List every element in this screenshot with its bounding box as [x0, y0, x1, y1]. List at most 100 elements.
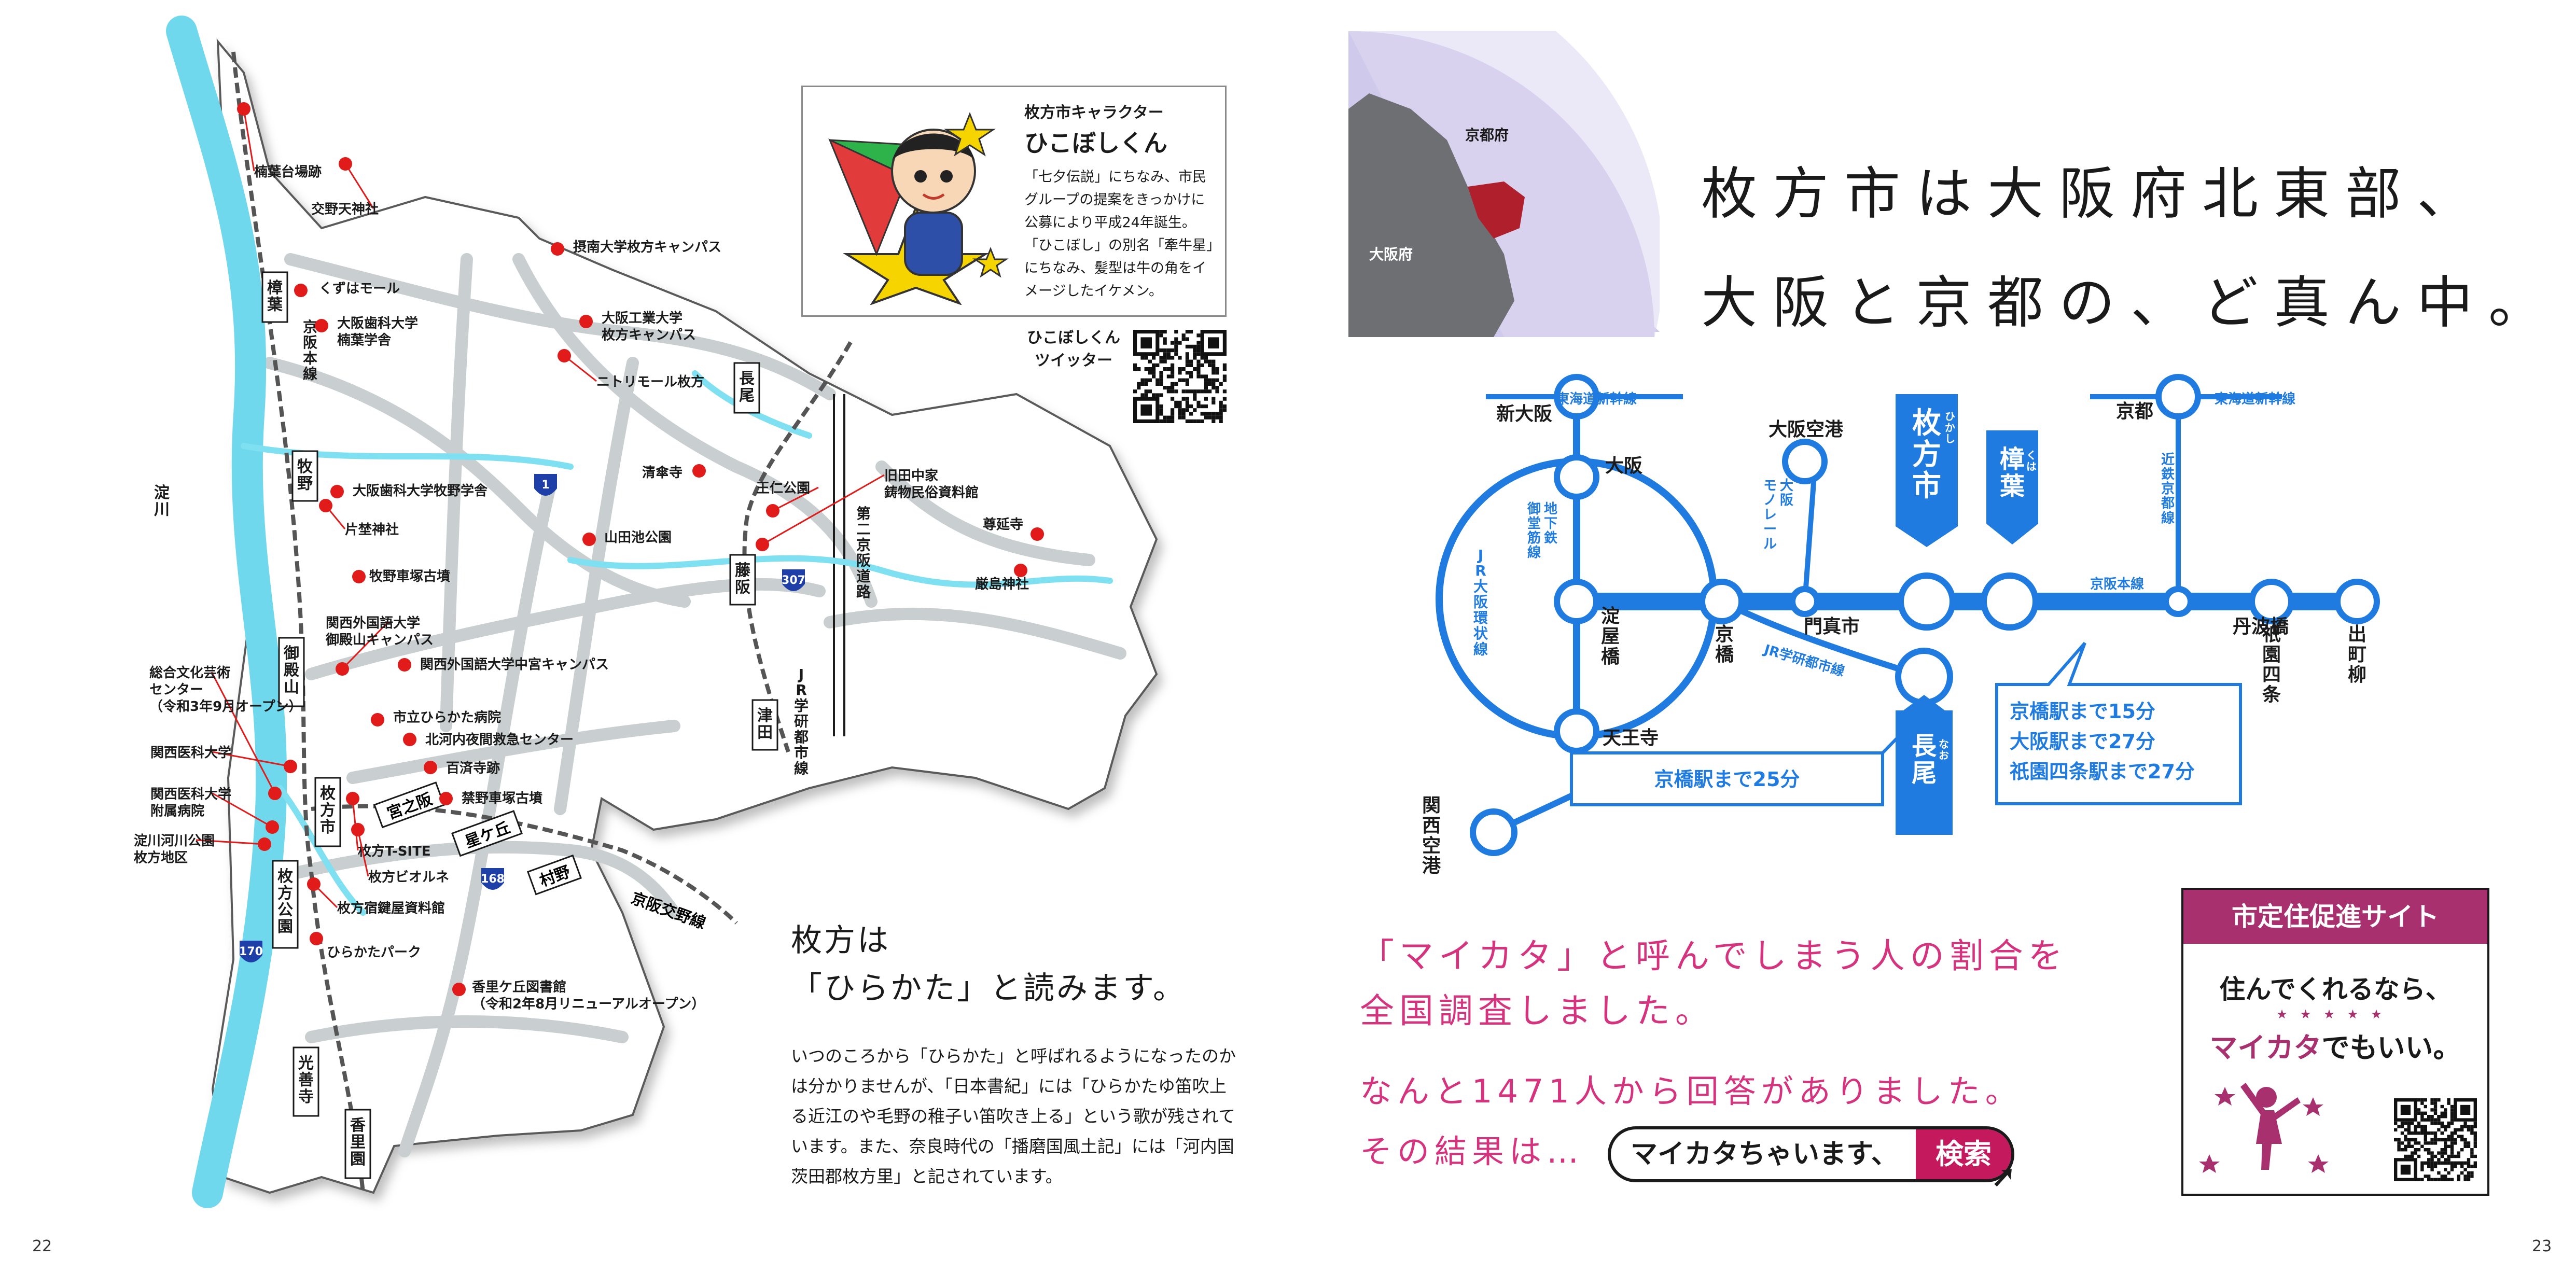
osaka-fu-shape — [1348, 93, 1514, 337]
place-label: 枚方ビオルネ — [368, 869, 449, 885]
place-pin-icon — [403, 733, 416, 746]
qr-module — [2440, 1175, 2444, 1178]
search-input[interactable]: マイカタちゃいます、 — [1631, 1139, 1898, 1170]
qr-module — [2463, 1144, 2467, 1148]
qr-module — [1185, 389, 1189, 394]
vertical-char: 市 — [794, 744, 809, 761]
label-line: 片埜神社 — [345, 522, 399, 538]
qr-module — [1200, 363, 1204, 367]
place-label: 大阪歯科大学楠葉学舎 — [337, 315, 418, 348]
vertical-char: 柳 — [2348, 664, 2366, 686]
qr-module — [1159, 330, 1163, 334]
teiju-site-banner[interactable]: 市定住促進サイト 住んでくれるなら、 ★★★★★ マイカタでもいい。 — [2181, 888, 2489, 1196]
qr-module — [1219, 400, 1223, 404]
qr-module — [1174, 382, 1178, 386]
vertical-char: 里 — [350, 1133, 366, 1151]
station-circle — [1554, 454, 1599, 500]
twitter-qr-code[interactable] — [1133, 330, 1227, 423]
vertical-char: 田 — [757, 723, 773, 742]
route-number: 307 — [782, 574, 805, 587]
qr-module — [1219, 408, 1223, 412]
qr-module — [2397, 1125, 2401, 1128]
vertical-char: 京 — [856, 536, 871, 553]
place-pin-icon — [766, 504, 779, 518]
qr-module — [2397, 1141, 2401, 1145]
banner-qr-code[interactable] — [2394, 1098, 2477, 1181]
twitter-label: ひこぼしくんツイッター — [1014, 327, 1133, 372]
qr-module — [2444, 1128, 2447, 1131]
vertical-char: 阪 — [303, 334, 317, 351]
place-leader-line — [357, 829, 369, 877]
place-label: 旧田中家鋳物民俗資料館 — [884, 468, 979, 501]
qr-module — [1171, 386, 1175, 390]
place-pin-icon — [294, 284, 308, 297]
qr-module — [2460, 1135, 2464, 1138]
qr-module — [1193, 397, 1197, 401]
qr-module — [1219, 419, 1223, 423]
qr-module — [2404, 1138, 2407, 1142]
qr-module — [2394, 1128, 2398, 1131]
qr-module — [1148, 359, 1152, 364]
qr-module — [2424, 1098, 2427, 1102]
qr-module — [1159, 404, 1163, 409]
qr-module — [2450, 1154, 2454, 1158]
vertical-char: ひ — [1945, 410, 1955, 423]
qr-module — [2447, 1144, 2450, 1148]
place-pin-icon — [315, 319, 328, 332]
road-network — [253, 253, 1126, 1157]
place-label: 香里ケ丘図書館（令和2年8月リニューアルオープン） — [472, 979, 705, 1012]
qr-module — [2467, 1125, 2471, 1128]
qr-module — [2433, 1141, 2438, 1145]
headline-line1: 枚方市は大阪府北東部、 — [1701, 162, 2489, 227]
qr-module — [1189, 344, 1193, 348]
twitter-label-line: ひこぼしくん — [1027, 329, 1120, 347]
qr-module — [2433, 1111, 2438, 1115]
qr-module — [2457, 1135, 2460, 1138]
qr-module — [2433, 1101, 2438, 1105]
search-bar[interactable]: マイカタちゃいます、 検索 — [1608, 1126, 2014, 1182]
qr-module — [1178, 371, 1182, 375]
label-line: 総合文化芸術 — [149, 665, 230, 681]
vertical-char: 大 — [1780, 478, 1793, 494]
qr-module — [2454, 1141, 2457, 1145]
qr-module — [1196, 363, 1201, 367]
qr-module — [1166, 356, 1171, 360]
qr-module — [2437, 1171, 2441, 1175]
vertical-char: 鉄 — [1544, 530, 1557, 546]
qr-module — [2424, 1125, 2427, 1128]
qr-module — [1189, 374, 1193, 379]
qr-module — [1215, 371, 1219, 375]
qr-module — [2404, 1148, 2407, 1152]
place-label: 関西医科大学附属病院 — [150, 786, 231, 819]
qr-module — [2427, 1161, 2431, 1165]
qr-module — [1204, 378, 1208, 382]
station-box — [733, 362, 760, 414]
info-box-nagao — [1570, 714, 1920, 806]
qr-module — [1196, 359, 1201, 364]
qr-module — [1185, 419, 1189, 423]
qr-module — [1159, 374, 1163, 379]
qr-module — [2450, 1105, 2454, 1109]
vertical-char: 園 — [350, 1150, 366, 1168]
qr-module — [2424, 1128, 2427, 1131]
label-line: 淀川河川公園 — [134, 833, 215, 849]
qr-module — [1204, 397, 1208, 401]
station-label-tokaido_right: 東海道新幹線 — [2215, 391, 2295, 407]
qr-module — [2440, 1111, 2444, 1115]
search-button[interactable]: 検索 — [1916, 1129, 2011, 1179]
vertical-char: な — [1939, 738, 1949, 750]
qr-module — [2424, 1175, 2427, 1178]
qr-module — [2440, 1125, 2444, 1128]
qr-module — [1212, 419, 1216, 423]
qr-module — [2424, 1148, 2427, 1152]
label-line: 関西医科大学 — [150, 745, 231, 761]
station-box — [373, 781, 445, 829]
qr-module — [1159, 371, 1163, 375]
label-line: くずはモール — [319, 281, 400, 297]
info-box-nagao-text: 京橋駅まで25分 — [1654, 768, 1800, 791]
vertical-char: 四 — [2262, 664, 2281, 686]
hirakata-highlight — [1468, 181, 1525, 239]
qr-module — [2433, 1165, 2438, 1168]
kuzuha-arrow — [1986, 430, 2038, 544]
